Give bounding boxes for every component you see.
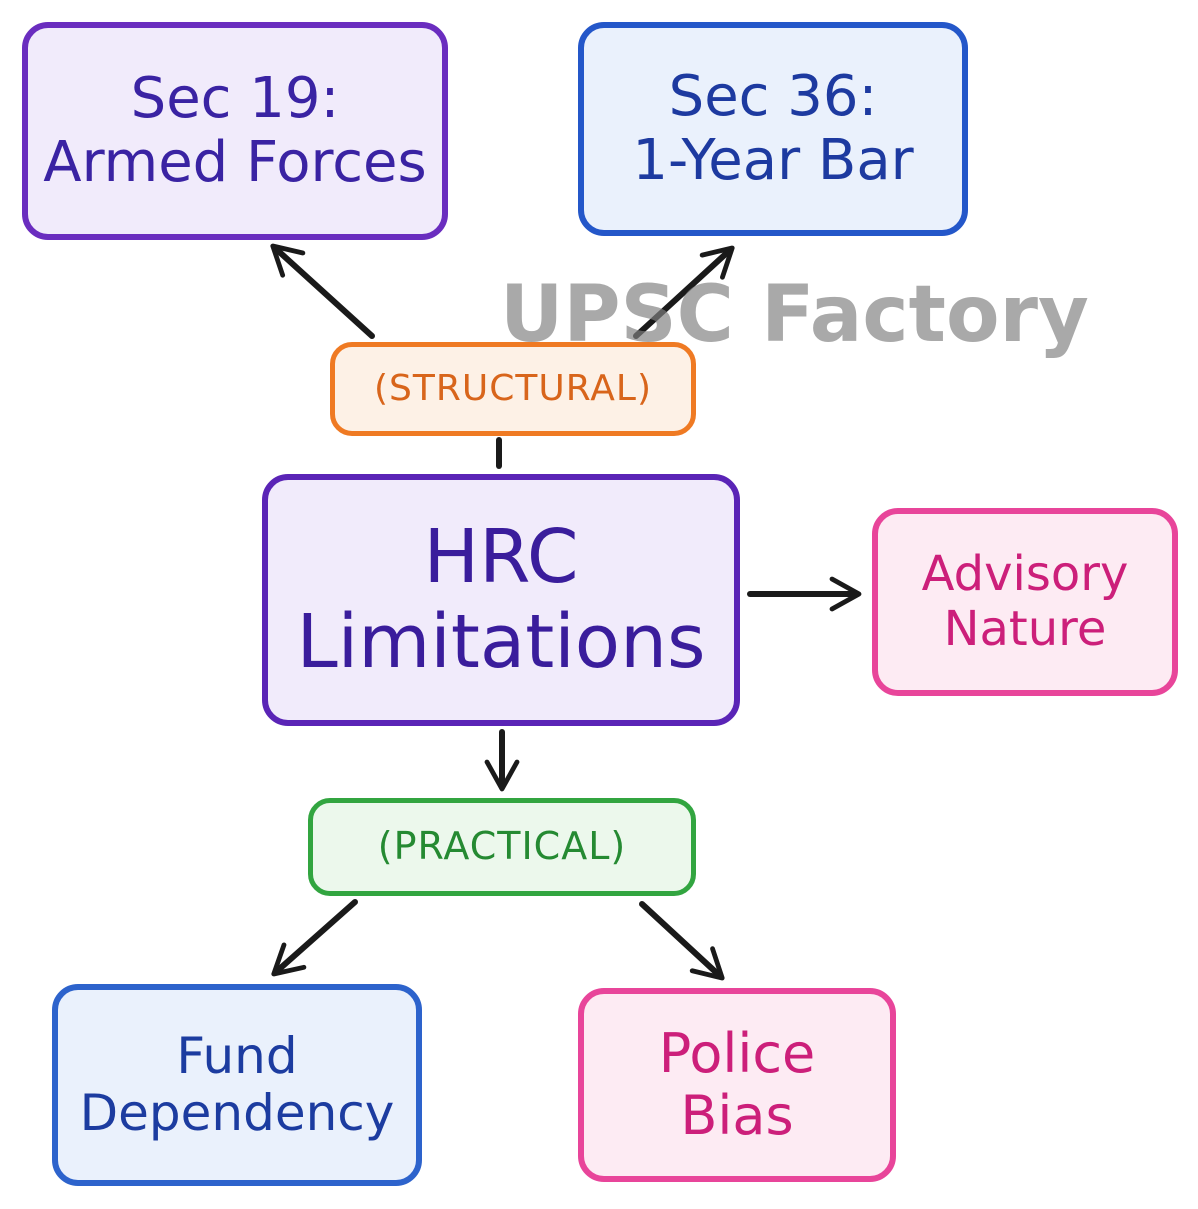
node-sec-36-line1: Sec 36:: [668, 63, 878, 129]
node-advisory-line2: Nature: [943, 601, 1107, 657]
arrow-practical-to-police: [639, 901, 725, 981]
arrow-practical-to-fund: [271, 899, 358, 977]
node-sec-36-line2: 1-Year Bar: [632, 128, 914, 193]
node-advisory-line1: Advisory: [921, 545, 1129, 602]
node-practical: (PRACTICAL): [308, 798, 696, 896]
node-practical-label: (PRACTICAL): [377, 824, 627, 869]
node-advisory-nature: Advisory Nature: [872, 508, 1178, 696]
node-structural: (STRUCTURAL): [330, 342, 696, 436]
node-fund-line2: Dependency: [79, 1084, 395, 1142]
arrow-structural-to-sec36: [633, 245, 735, 339]
node-sec-19-line1: Sec 19:: [130, 65, 340, 131]
node-hrc-limitations: HRC Limitations: [262, 474, 740, 726]
arrow-structural-to-sec19: [270, 243, 375, 339]
node-fund-line1: Fund: [176, 1026, 298, 1085]
node-police-line2: Bias: [680, 1084, 794, 1147]
node-fund-dependency: Fund Dependency: [52, 984, 422, 1186]
node-police-line1: Police: [658, 1021, 816, 1085]
node-sec-19-line2: Armed Forces: [43, 130, 427, 195]
node-hrc-line1: HRC: [423, 513, 579, 600]
node-sec-36: Sec 36: 1-Year Bar: [578, 22, 968, 236]
node-structural-label: (STRUCTURAL): [373, 368, 652, 410]
node-police-bias: Police Bias: [578, 988, 896, 1182]
node-hrc-line2: Limitations: [296, 599, 706, 685]
node-sec-19: Sec 19: Armed Forces: [22, 22, 448, 240]
